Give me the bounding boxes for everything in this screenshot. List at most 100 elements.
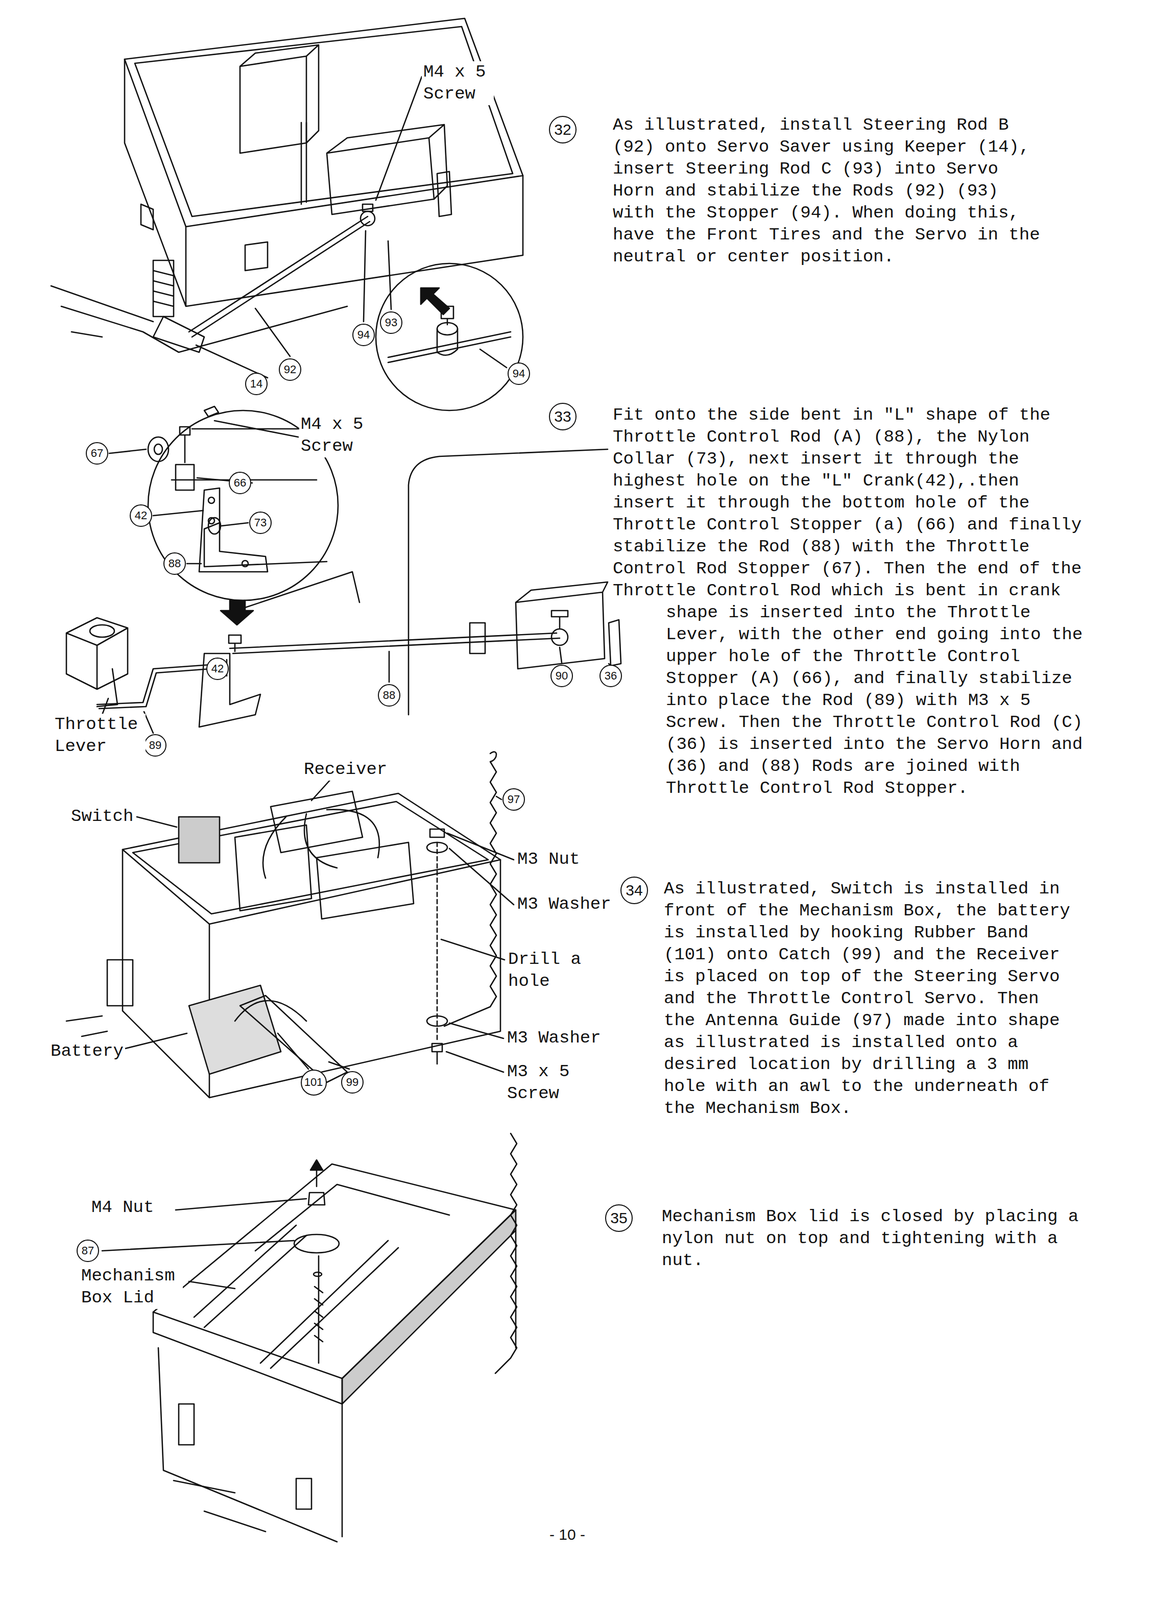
- line-art: [97, 663, 225, 709]
- part-label: M4 x 5 Screw: [299, 413, 372, 458]
- line-art: [66, 752, 514, 1098]
- part-label: Drill a hole: [506, 948, 589, 993]
- callout-text: 67: [90, 446, 104, 461]
- instruction-text: As illustrated, install Steering Rod B (…: [612, 115, 1041, 267]
- part-name: M4 Nut: [91, 1197, 154, 1218]
- line-art: [158, 1230, 516, 1543]
- step-number: 33: [548, 402, 577, 431]
- line-art: [444, 752, 497, 1027]
- line-art: [360, 211, 375, 226]
- callout-text: 88: [382, 688, 396, 703]
- part-label: Battery: [49, 1040, 126, 1063]
- line-art: [66, 406, 621, 734]
- line-art: [154, 444, 163, 455]
- line-art: [208, 497, 215, 504]
- line-art: [196, 76, 507, 378]
- line-art: [173, 1480, 266, 1532]
- line-art: [102, 647, 613, 734]
- line-art: [408, 449, 608, 715]
- line-art: [229, 633, 560, 654]
- line-art: [262, 809, 380, 879]
- callout-number: 94: [507, 362, 531, 386]
- part-label: Mechanism Box Lid: [79, 1265, 183, 1310]
- line-art: [102, 1133, 517, 1543]
- line-art: [66, 1016, 108, 1037]
- page-number-text: - 10 -: [549, 1526, 586, 1544]
- line-art: [342, 1210, 516, 1405]
- callout-number: 90: [550, 664, 573, 688]
- callout-number: 14: [245, 372, 268, 396]
- line-art: [188, 216, 370, 338]
- callout-number: 89: [144, 734, 167, 757]
- callout-text: 33: [554, 408, 571, 426]
- line-art: [132, 801, 489, 915]
- line-art: [437, 328, 458, 356]
- line-art: [375, 263, 523, 411]
- part-label: Throttle Lever: [53, 713, 146, 758]
- wrap-spacer: [612, 602, 666, 960]
- part-name: M3 x 5 Screw: [507, 1062, 570, 1104]
- line-art: [316, 842, 414, 920]
- line-art: [362, 204, 373, 212]
- callout-text: 94: [512, 367, 525, 381]
- callout-number: 94: [352, 323, 375, 347]
- callout-number: 88: [377, 684, 401, 707]
- line-art: [153, 260, 174, 317]
- instruction-paragraph: As illustrated, Switch is installed in f…: [663, 878, 1073, 1120]
- line-art: [199, 653, 261, 728]
- line-art: [153, 1312, 343, 1405]
- part-name: M3 Washer: [507, 1028, 602, 1048]
- instruction-paragraph: Fit onto the side bent in "L" shape of t…: [612, 404, 1088, 960]
- part-label: M4 Nut: [89, 1196, 156, 1219]
- callout-text: 90: [555, 669, 568, 683]
- instruction-paragraph: Mechanism Box lid is closed by placing a…: [661, 1206, 1086, 1273]
- callout-number: 73: [249, 511, 272, 535]
- part-label: M3 Washer: [515, 893, 613, 916]
- line-art: [122, 793, 501, 925]
- line-art: [194, 1225, 399, 1369]
- line-art: [220, 600, 254, 626]
- line-art: [240, 995, 348, 1083]
- line-art: [437, 171, 452, 217]
- line-art: [204, 406, 219, 417]
- line-art: [124, 18, 523, 227]
- line-art: [296, 1478, 312, 1510]
- line-art: [469, 622, 486, 654]
- part-name: M3 Nut: [517, 849, 580, 870]
- callout-number: 92: [278, 358, 302, 381]
- callout-text: 32: [554, 121, 571, 139]
- instruction-text: Mechanism Box lid is closed by placing a…: [661, 1207, 1079, 1271]
- line-art: [432, 1043, 443, 1065]
- line-art: [109, 420, 299, 564]
- line-art: [122, 849, 501, 1098]
- line-art: [148, 437, 169, 462]
- part-name: Switch: [70, 806, 134, 827]
- line-art: [429, 829, 445, 838]
- line-art: [234, 1000, 307, 1022]
- part-name: M4 x 5 Screw: [300, 414, 364, 457]
- callout-text: 89: [149, 738, 162, 753]
- callout-number: 99: [341, 1071, 364, 1094]
- line-art: [515, 582, 608, 669]
- line-art: [179, 426, 190, 463]
- line-art: [495, 1133, 517, 1374]
- line-art: [308, 1192, 325, 1206]
- line-art: [310, 1160, 323, 1171]
- part-label: M3 Washer: [505, 1027, 603, 1050]
- line-art: [441, 306, 454, 325]
- line-art: [51, 18, 523, 411]
- step-number: 34: [620, 876, 649, 905]
- line-art: [153, 1164, 516, 1379]
- line-art: [245, 242, 268, 271]
- line-art: [301, 122, 307, 205]
- callout-text: 42: [211, 662, 224, 676]
- page-number: - 10 -: [549, 1523, 586, 1546]
- callout-number: 87: [76, 1239, 100, 1263]
- part-name: Battery: [50, 1041, 124, 1062]
- line-art: [178, 1404, 195, 1446]
- instruction-text: As illustrated, Switch is installed in f…: [663, 879, 1071, 1119]
- part-name: Throttle Lever: [54, 714, 138, 757]
- callout-number: 42: [206, 657, 229, 681]
- callout-text: 34: [625, 881, 643, 900]
